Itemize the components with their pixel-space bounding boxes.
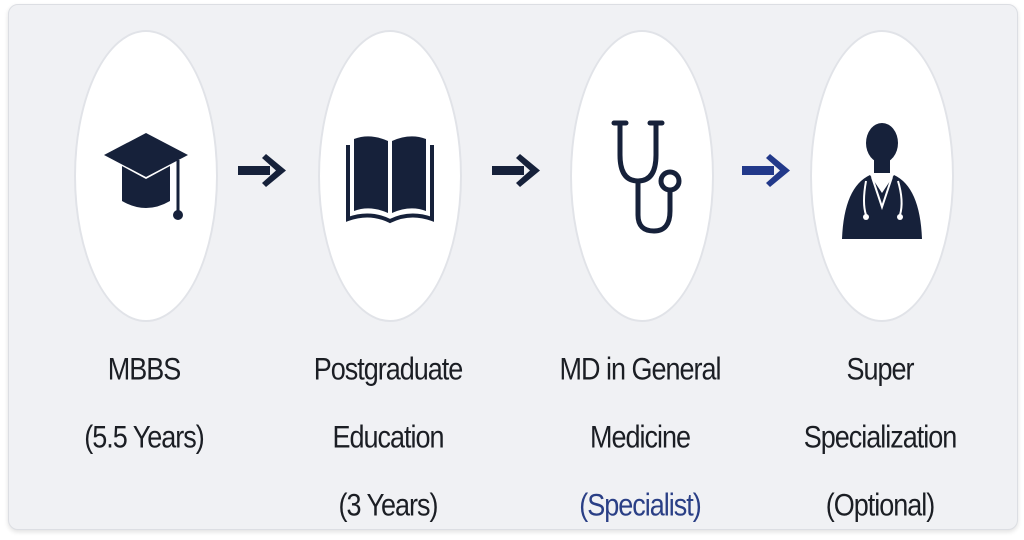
step-duration: (3 Years) <box>338 487 438 523</box>
step-circle <box>318 30 462 322</box>
step-label: MBBS (5.5 Years) <box>34 336 254 472</box>
step-circle <box>810 30 954 322</box>
arrow-right-icon <box>742 154 790 187</box>
step-title: Postgraduate <box>313 352 464 387</box>
arrow-right-icon <box>238 154 286 187</box>
step-circle <box>570 30 714 322</box>
step-title: MD in General <box>559 352 721 387</box>
step-label: MD in General Medicine (Specialist) <box>530 336 750 540</box>
step-label: Postgraduate Education (3 Years) <box>278 336 498 540</box>
doctor-icon <box>842 123 922 239</box>
graduation-cap-icon <box>104 133 188 220</box>
step-title: Super <box>846 352 914 387</box>
stethoscope-icon <box>611 120 682 234</box>
step-note: (Optional) <box>825 487 936 523</box>
step-role: (Specialist) <box>579 487 702 523</box>
step-duration: (5.5 Years) <box>84 419 205 455</box>
arrow-right-icon <box>492 154 540 187</box>
step-title-2: Education <box>332 419 444 455</box>
step-label: Super Specialization (Optional) <box>770 336 990 540</box>
step-circle <box>74 30 218 322</box>
open-book-icon <box>346 136 434 224</box>
step-title-2: Medicine <box>589 419 691 455</box>
step-title: MBBS <box>107 352 182 387</box>
step-title-2: Specialization <box>803 419 958 455</box>
